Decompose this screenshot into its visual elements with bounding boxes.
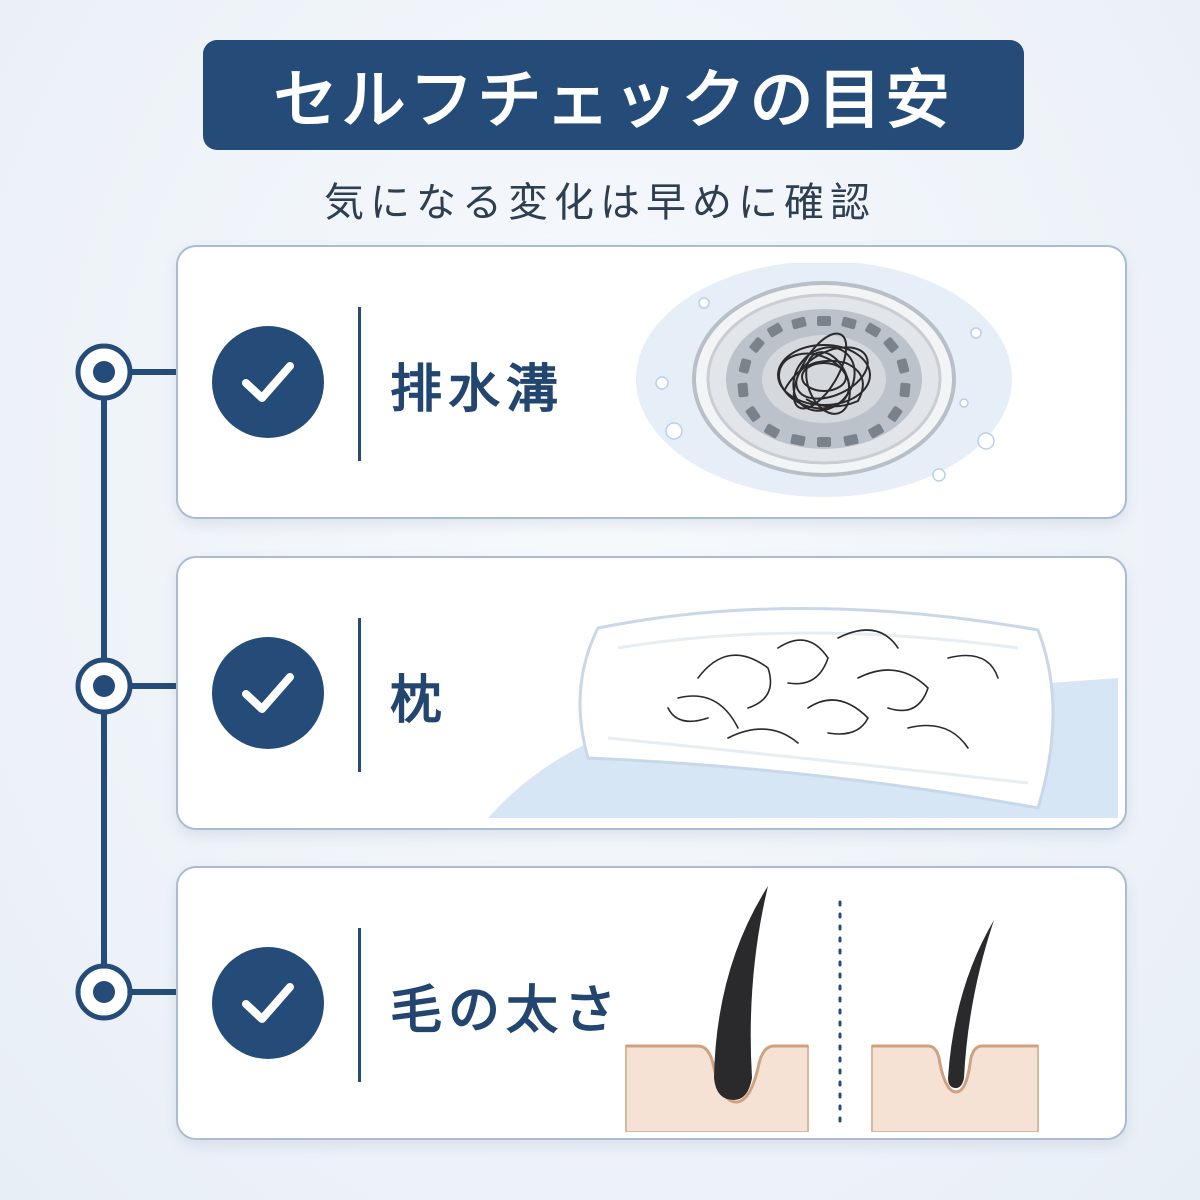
- pillow-hair-illustration: [488, 607, 1118, 818]
- hair-thickness-illustration: [625, 886, 1039, 1132]
- timeline-node-2: [75, 657, 178, 715]
- card-divider: [358, 618, 361, 772]
- check-card-pillow: 枕: [176, 556, 1127, 830]
- timeline-node-1: [75, 343, 178, 401]
- check-icon: [212, 637, 324, 749]
- drain-hair-illustration: [636, 263, 1012, 497]
- card-label-drain: 排水溝: [390, 359, 565, 420]
- check-icon: [212, 947, 324, 1059]
- card-divider: [358, 307, 361, 461]
- check-card-drain: 排水溝: [176, 245, 1127, 519]
- card-label-pillow: 枕: [390, 670, 449, 731]
- page-title: セルフチェックの目安: [273, 64, 954, 138]
- thin-hair-illustration: [871, 920, 1039, 1132]
- card-label-hair-thickness: 毛の太さ: [390, 980, 623, 1041]
- check-card-hair-thickness: 毛の太さ: [176, 866, 1127, 1140]
- card-divider: [358, 928, 361, 1082]
- check-icon: [212, 326, 324, 438]
- page-subtitle: 気になる変化は早めに確認: [324, 180, 876, 226]
- thick-hair-illustration: [625, 886, 809, 1132]
- title-banner: セルフチェックの目安: [203, 40, 1024, 150]
- timeline-node-3: [75, 963, 178, 1021]
